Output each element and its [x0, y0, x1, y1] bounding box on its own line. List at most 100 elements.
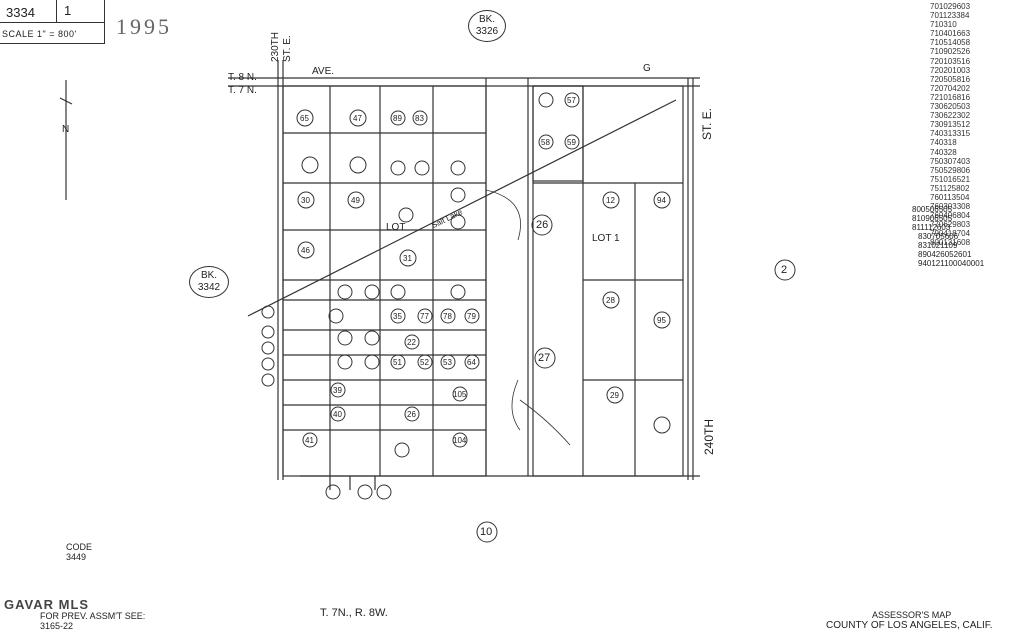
street-240th-ste: ST. E. — [700, 107, 714, 140]
index-number: 730913512 — [930, 120, 971, 130]
parcel-40: 40 — [333, 410, 342, 419]
index-number: 721016816 — [930, 92, 971, 102]
book-label: BK. — [478, 14, 496, 25]
parcel-59: 59 — [567, 138, 576, 147]
parcel-35: 35 — [393, 312, 402, 321]
parcel-58: 58 — [541, 138, 550, 147]
section-27: 27 — [538, 352, 551, 364]
map-year: 1995 — [116, 14, 172, 39]
parcel-26: 26 — [407, 410, 416, 419]
street-240th: 240TH — [702, 418, 716, 455]
parcel-22: 22 — [407, 338, 416, 347]
parcel-95: 95 — [657, 316, 666, 325]
parcel-64: 64 — [467, 358, 476, 367]
parcel-51: 51 — [393, 358, 402, 367]
index-number-list: 701029603 701123384 710310 710401663 710… — [930, 2, 970, 248]
index-number-lower-5: 831021109 — [918, 241, 958, 250]
index-number: 790418704 — [930, 229, 971, 239]
parcel-47: 47 — [353, 114, 362, 123]
index-number: 710514058 — [930, 38, 971, 48]
parcel-46: 46 — [301, 246, 310, 255]
parcel-78: 78 — [443, 312, 452, 321]
section-10: 10 — [480, 526, 493, 538]
parcel-52: 52 — [420, 358, 429, 367]
section-26: 26 — [536, 219, 549, 231]
index-number-lower-2: 810906505 — [912, 214, 953, 223]
index-number: 710310 — [930, 20, 957, 30]
assessor-line1: ASSESSOR'S MAP — [872, 610, 952, 620]
book-label: BK. — [200, 270, 218, 281]
index-number: 751016521 — [930, 174, 971, 184]
index-number: 770629803 — [930, 220, 971, 230]
book-number: 3342 — [197, 282, 221, 293]
index-number: 750307403 — [930, 156, 971, 166]
page-number: 1 — [64, 3, 72, 18]
book-number: 3326 — [475, 26, 499, 37]
lot-1-label: LOT 1 — [592, 233, 620, 244]
north-arrow-label: N — [62, 124, 70, 135]
code-label: CODE — [66, 542, 93, 552]
index-number: 701123384 — [930, 11, 970, 21]
parcel-12: 12 — [606, 196, 615, 205]
index-number-lower-3: 811112603 — [912, 223, 951, 232]
lot-label: LOT — [386, 222, 406, 233]
index-number: 760113504 — [930, 192, 970, 202]
index-number-lower-4: 830705606 — [918, 232, 959, 241]
index-number: 710401663 — [930, 29, 971, 39]
index-number: 701029603 — [930, 2, 971, 11]
code-value: 3449 — [66, 552, 87, 562]
index-number: 740328 — [930, 147, 957, 157]
parcel-65: 65 — [300, 114, 309, 123]
parcel-29: 29 — [610, 391, 619, 400]
book-circle-3342: BK. 3342 — [189, 266, 229, 298]
index-number: 720201003 — [930, 65, 971, 75]
parcel-57: 57 — [567, 96, 576, 105]
index-number: 710902526 — [930, 47, 971, 57]
street-230th: 230TH — [270, 31, 281, 62]
parcel-31: 31 — [403, 254, 412, 263]
index-number-lower-7: 940121100040001 — [918, 259, 985, 268]
index-number: 760406804 — [930, 211, 971, 221]
parcel-39: 39 — [333, 386, 342, 395]
index-number: 760303308 — [930, 202, 971, 212]
index-number: 720704202 — [930, 83, 971, 93]
parcel-41: 41 — [305, 436, 314, 445]
index-number-lower-1: 800506505 — [912, 205, 953, 214]
parcel-28: 28 — [606, 296, 615, 305]
prev-assmt-line2: 3165-22 — [40, 621, 74, 631]
index-number: 720505816 — [930, 74, 971, 84]
parcel-79: 79 — [467, 312, 476, 321]
parcel-77: 77 — [420, 312, 429, 321]
index-number-lower-6: 890426052601 — [918, 250, 972, 259]
index-number: 740313315 — [930, 129, 971, 139]
index-number: 740318 — [930, 138, 957, 148]
street-ave: AVE. — [312, 66, 335, 77]
scale-text: SCALE 1" = 800' — [2, 29, 77, 39]
township-t7n: T. 7 N. — [228, 85, 257, 96]
watermark-logo: GAVAR MLS — [4, 597, 90, 612]
index-number: 730620503 — [930, 102, 971, 112]
prev-assmt-line1: FOR PREV. ASSM'T SEE: — [40, 611, 146, 621]
index-number: 751125802 — [930, 183, 970, 193]
parcel-53: 53 — [443, 358, 452, 367]
map-number: 3334 — [6, 5, 35, 20]
index-number: 730622302 — [930, 111, 971, 121]
header-divider — [56, 0, 57, 22]
street-230th-ste: ST. E. — [282, 35, 293, 62]
parcel-94: 94 — [657, 196, 666, 205]
index-number: 750529806 — [930, 165, 971, 175]
parcel-30: 30 — [301, 196, 310, 205]
parcel-105: 105 — [453, 390, 467, 399]
parcel-83: 83 — [415, 114, 424, 123]
parcel-104: 104 — [453, 436, 467, 445]
parcel-49: 49 — [351, 196, 360, 205]
section-2: 2 — [781, 264, 788, 276]
parcel-89: 89 — [393, 114, 402, 123]
assessor-line2: COUNTY OF LOS ANGELES, CALIF. — [826, 620, 993, 631]
book-circle-3326: BK. 3326 — [468, 10, 506, 42]
index-number: 800131608 — [930, 238, 971, 248]
header-hline — [0, 22, 104, 23]
township-t8n: T. 8 N. — [228, 72, 257, 83]
map-header-box: 3334 1 SCALE 1" = 800' — [0, 0, 105, 44]
